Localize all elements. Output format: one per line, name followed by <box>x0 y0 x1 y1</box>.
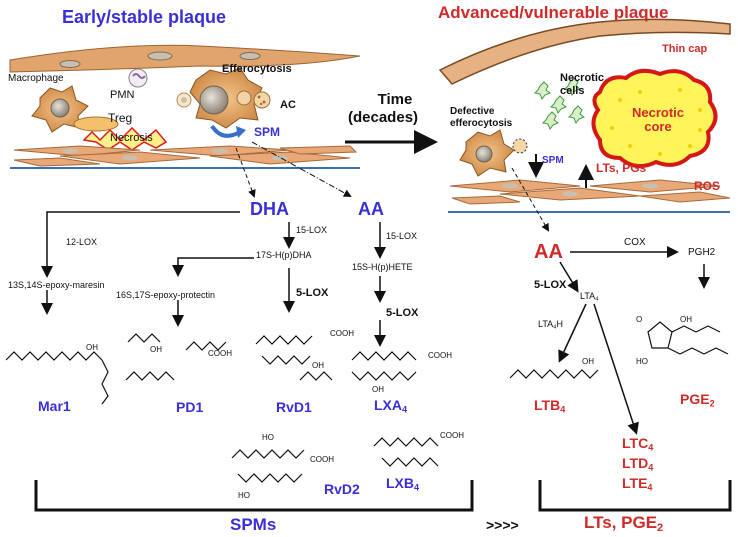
rvd2-label: RvD2 <box>324 481 360 497</box>
necrotic-core-label: Necrotic core <box>631 105 685 135</box>
advanced-plaque-illustration <box>438 18 731 213</box>
lxa4-cooh: COOH <box>428 351 452 360</box>
pd1-cooh: COOH <box>208 349 232 358</box>
efferocytosis-label: Efferocytosis <box>222 63 292 75</box>
pmn-label: PMN <box>110 89 135 101</box>
early-plaque-title: Early/stable plaque <box>62 7 227 27</box>
spm-down-label: SPM <box>542 155 564 166</box>
time-label: Time <box>377 91 413 108</box>
mar1-oh: OH <box>86 343 98 352</box>
spm-label: SPM <box>254 125 281 139</box>
necrosis-area <box>82 126 168 151</box>
macrophage-label: Macrophage <box>8 73 64 84</box>
mar1-label: Mar1 <box>38 398 71 414</box>
ltb4-label: LTB4 <box>534 397 566 415</box>
pge2-o: O <box>636 315 643 324</box>
lte4-label: LTE4 <box>622 475 653 493</box>
lox5-right-label: 5-LOX <box>534 279 567 291</box>
thin-cap <box>438 18 731 85</box>
lts-pgs-label: LTs, PGs <box>596 161 647 175</box>
lta4-label: LTA4 <box>580 291 599 303</box>
rvd1-cooh: COOH <box>330 329 354 338</box>
early-plaque-illustration <box>9 44 361 169</box>
pge2-oh: OH <box>680 315 692 324</box>
lta4h-label: LTA4H <box>538 319 563 331</box>
h-aa-label: 15S-H(p)HETE <box>352 262 413 272</box>
treg-cell <box>73 116 119 132</box>
decades-label: (decades) <box>348 109 419 126</box>
pgh2-label: PGH2 <box>688 247 716 258</box>
aa-left-label: AA <box>358 199 384 219</box>
lox15-aa-label: 15-LOX <box>386 231 418 241</box>
lts-pge2-label: LTs, PGE2 <box>584 513 664 534</box>
ros-label: ROS <box>694 179 721 193</box>
defective-efferocytosis-label: Defective efferocytosis <box>450 106 513 129</box>
epoxy-protectin-label: 16S,17S-epoxy-protectin <box>116 290 216 300</box>
aa-right-label: AA <box>534 241 563 263</box>
lox5-b-label: 5-LOX <box>386 307 419 319</box>
treg-label: Treg <box>108 111 133 125</box>
chemical-structures <box>5 321 729 483</box>
advanced-plaque-title: Advanced/vulnerable plaque <box>438 3 669 22</box>
rvd1-label: RvD1 <box>276 399 312 415</box>
spms-label: SPMs <box>230 515 277 534</box>
necrotic-core-shape <box>591 68 718 169</box>
pge2-ho: HO <box>636 357 648 366</box>
necrosis-label: Necrosis <box>110 132 153 144</box>
necrotic-cells-label: Necrotic cells <box>560 72 605 97</box>
ltb4-oh: OH <box>582 357 594 366</box>
pge2-label: PGE2 <box>680 391 715 409</box>
lox12-label: 12-LOX <box>66 237 98 247</box>
rvd2-cooh: COOH <box>310 455 334 464</box>
ltd4-label: LTD4 <box>622 455 654 473</box>
lxa4-label: LXA4 <box>374 397 408 415</box>
rvd2-ho: HO <box>262 433 274 442</box>
pmn-cell <box>128 68 148 88</box>
lxb4-cooh: COOH <box>440 431 464 440</box>
lox5-a-label: 5-LOX <box>296 287 329 299</box>
ltc4-label: LTC4 <box>622 435 654 453</box>
lxb4-label: LXB4 <box>386 475 420 493</box>
lox15-dha-label: 15-LOX <box>296 225 328 235</box>
rvd2-ho-b: HO <box>238 491 250 500</box>
pd1-oh: OH <box>150 345 162 354</box>
lxa4-oh: OH <box>372 385 384 394</box>
rvd1-oh: OH <box>312 361 324 370</box>
dha-label: DHA <box>250 199 289 219</box>
ac-label: AC <box>280 99 296 111</box>
thin-cap-label: Thin cap <box>662 43 708 55</box>
h-dha-label: 17S-H(p)DHA <box>256 250 312 260</box>
pd1-label: PD1 <box>176 399 204 415</box>
progression-arrows: >>>> <box>486 517 519 533</box>
cox-label: COX <box>624 237 646 248</box>
epoxy-maresin-label: 13S,14S-epoxy-maresin <box>8 280 105 290</box>
